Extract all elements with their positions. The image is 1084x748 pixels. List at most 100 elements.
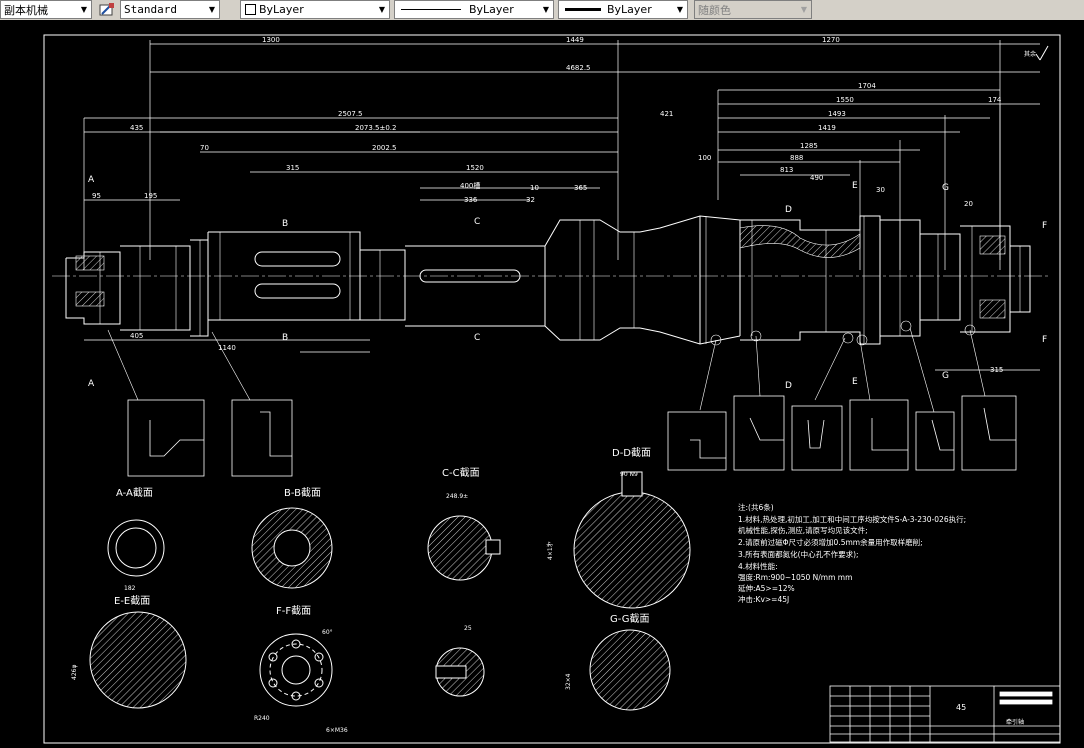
lineweight-combo[interactable]: ByLayer ▼ bbox=[558, 0, 688, 19]
notes-line7: 延伸:A5>=12% bbox=[738, 583, 795, 593]
dim-1270: 1270 bbox=[822, 36, 840, 44]
sec-gg-h: 32×4 bbox=[565, 673, 572, 690]
label-gg: G-G截面 bbox=[610, 612, 649, 625]
svg-text:C: C bbox=[474, 333, 480, 343]
dim-32: 32 bbox=[526, 196, 535, 204]
detail-views bbox=[127, 395, 1017, 477]
dim-20: 20 bbox=[964, 200, 973, 208]
linetype-preview-icon bbox=[401, 9, 461, 10]
sec-cc-w: 248.9± bbox=[446, 493, 468, 500]
dimension-texts: 1300 1449 1270 4682.5 1704 1550 174 1493… bbox=[92, 36, 1003, 374]
notes-line3: 2.请原前过磁Φ尺寸必须增加0.5mm余量用作取样磨削; bbox=[738, 537, 923, 547]
drawing-canvas[interactable]: 其余 1300 1449 bbox=[0, 20, 1084, 748]
dim-400: 400槽 bbox=[460, 181, 480, 190]
svg-text:E: E bbox=[852, 377, 858, 387]
text-style-combo[interactable]: 副本机械 ▼ bbox=[0, 0, 92, 19]
label-aa: A-A截面 bbox=[116, 486, 153, 499]
section-labels: A-A截面 B-B截面 C-C截面 D-D截面 E-E截面 F-F截面 G-G截… bbox=[114, 446, 651, 625]
dim-195: 195 bbox=[144, 192, 157, 200]
sec-ee-h: 426φ bbox=[71, 665, 78, 680]
lineweight-preview-icon bbox=[565, 8, 601, 11]
hatched-end-2 bbox=[979, 299, 1006, 319]
lineweight-value: ByLayer bbox=[607, 3, 652, 16]
shaft-outline bbox=[65, 215, 1031, 345]
layer-color-combo[interactable]: ByLayer ▼ bbox=[240, 0, 390, 19]
dim-421: 421 bbox=[660, 110, 673, 118]
notes-line8: 冲击:Kv>=45J bbox=[738, 594, 789, 604]
svg-text:G: G bbox=[942, 371, 949, 381]
chevron-down-icon[interactable]: ▼ bbox=[378, 5, 386, 14]
svg-text:G: G bbox=[942, 183, 949, 193]
diameter-lines bbox=[99, 216, 1021, 344]
notes-title: 注:(共6条) bbox=[738, 502, 774, 512]
title-block-number: 45 bbox=[956, 703, 966, 712]
svg-text:D: D bbox=[785, 205, 792, 215]
notes-line2: 机械性能,探伤,测应,请原写均见该文件; bbox=[738, 525, 868, 535]
plot-style-value: 随颜色 bbox=[698, 3, 731, 17]
sec-aa-d: 182 bbox=[124, 585, 136, 592]
label-cc: C-C截面 bbox=[442, 466, 480, 479]
linetype-combo[interactable]: ByLayer ▼ bbox=[394, 0, 554, 19]
dim-100: 100 bbox=[698, 154, 711, 162]
drawing-border bbox=[43, 34, 1061, 744]
dim-95: 95 bbox=[92, 192, 101, 200]
dim-813: 813 bbox=[780, 166, 793, 174]
dimension-style-icon[interactable] bbox=[98, 1, 116, 18]
sec-ff-holes: 6×M36 bbox=[326, 727, 348, 734]
notes-line5: 4.材料性能: bbox=[738, 561, 778, 571]
dim-1300: 1300 bbox=[262, 36, 280, 44]
roughness-symbol: 其余 bbox=[1024, 45, 1049, 61]
color-swatch-icon bbox=[245, 4, 256, 15]
dim-10: 10 bbox=[530, 184, 539, 192]
chevron-down-icon[interactable]: ▼ bbox=[80, 5, 88, 14]
dim-490: 490 bbox=[810, 174, 823, 182]
title-block bbox=[829, 685, 1061, 743]
dim-2073: 2073.5±0.2 bbox=[355, 124, 397, 132]
dim-30: 30 bbox=[876, 186, 885, 194]
svg-text:B: B bbox=[282, 219, 288, 229]
section-views bbox=[89, 471, 691, 711]
plot-style-combo[interactable]: 随颜色 ▼ bbox=[694, 0, 812, 19]
dim-1493: 1493 bbox=[828, 110, 846, 118]
dim-style-combo[interactable]: Standard ▼ bbox=[120, 0, 220, 19]
section-markers: AA BB CC DD EE GG FF bbox=[88, 175, 1047, 391]
svg-text:F: F bbox=[1042, 221, 1047, 231]
dim-174: 174 bbox=[988, 96, 1002, 104]
dim-1449: 1449 bbox=[566, 36, 584, 44]
notes-line6: 强度:Rm:900~1050 N/mm mm bbox=[738, 572, 852, 582]
svg-text:E: E bbox=[852, 181, 858, 191]
title-block-label: 牵引轴 bbox=[1006, 718, 1024, 726]
chevron-down-icon: ▼ bbox=[800, 5, 808, 14]
linetype-value: ByLayer bbox=[469, 3, 514, 16]
dim-1550: 1550 bbox=[836, 96, 854, 104]
dim-1520: 1520 bbox=[466, 164, 484, 172]
properties-toolbar: 副本机械 ▼ Standard ▼ ByLayer ▼ ByLayer ▼ By… bbox=[0, 0, 1084, 21]
sec-gg-w: 25 bbox=[464, 625, 472, 632]
hatched-cut bbox=[739, 225, 861, 258]
svg-text:F: F bbox=[1042, 335, 1047, 345]
chevron-down-icon[interactable]: ▼ bbox=[676, 5, 684, 14]
roughness-label: 其余 bbox=[1024, 50, 1036, 58]
section-dims: 182 248.9± 90 N9 4×1㐧 426φ R240 6×M36 60… bbox=[71, 471, 638, 734]
layer-color-value: ByLayer bbox=[259, 3, 304, 16]
dim-365: 365 bbox=[574, 184, 587, 192]
notes-line1: 1.材料,热处理,初加工,加工和中间工序均按文件S-A-3-230-026执行; bbox=[738, 514, 966, 524]
dim-315: 315 bbox=[286, 164, 299, 172]
label-dd: D-D截面 bbox=[612, 446, 651, 459]
chevron-down-icon[interactable]: ▼ bbox=[542, 5, 550, 14]
svg-text:A: A bbox=[88, 379, 95, 389]
label-bb: B-B截面 bbox=[284, 486, 321, 499]
chevron-down-icon[interactable]: ▼ bbox=[208, 5, 216, 14]
svg-text:A: A bbox=[88, 175, 95, 185]
svg-text:D: D bbox=[785, 381, 792, 391]
dim-435: 435 bbox=[130, 124, 143, 132]
dim-70: 70 bbox=[200, 144, 209, 152]
label-ee: E-E截面 bbox=[114, 594, 150, 607]
hatched-end bbox=[979, 235, 1006, 255]
dim-style-value: Standard bbox=[124, 3, 177, 16]
dim-1140: 1140 bbox=[218, 344, 236, 352]
dim-1419: 1419 bbox=[818, 124, 836, 132]
dim-315b: 315 bbox=[990, 366, 1003, 374]
dim-405: 405 bbox=[130, 332, 143, 340]
sec-dd-w: 90 N9 bbox=[620, 471, 638, 478]
